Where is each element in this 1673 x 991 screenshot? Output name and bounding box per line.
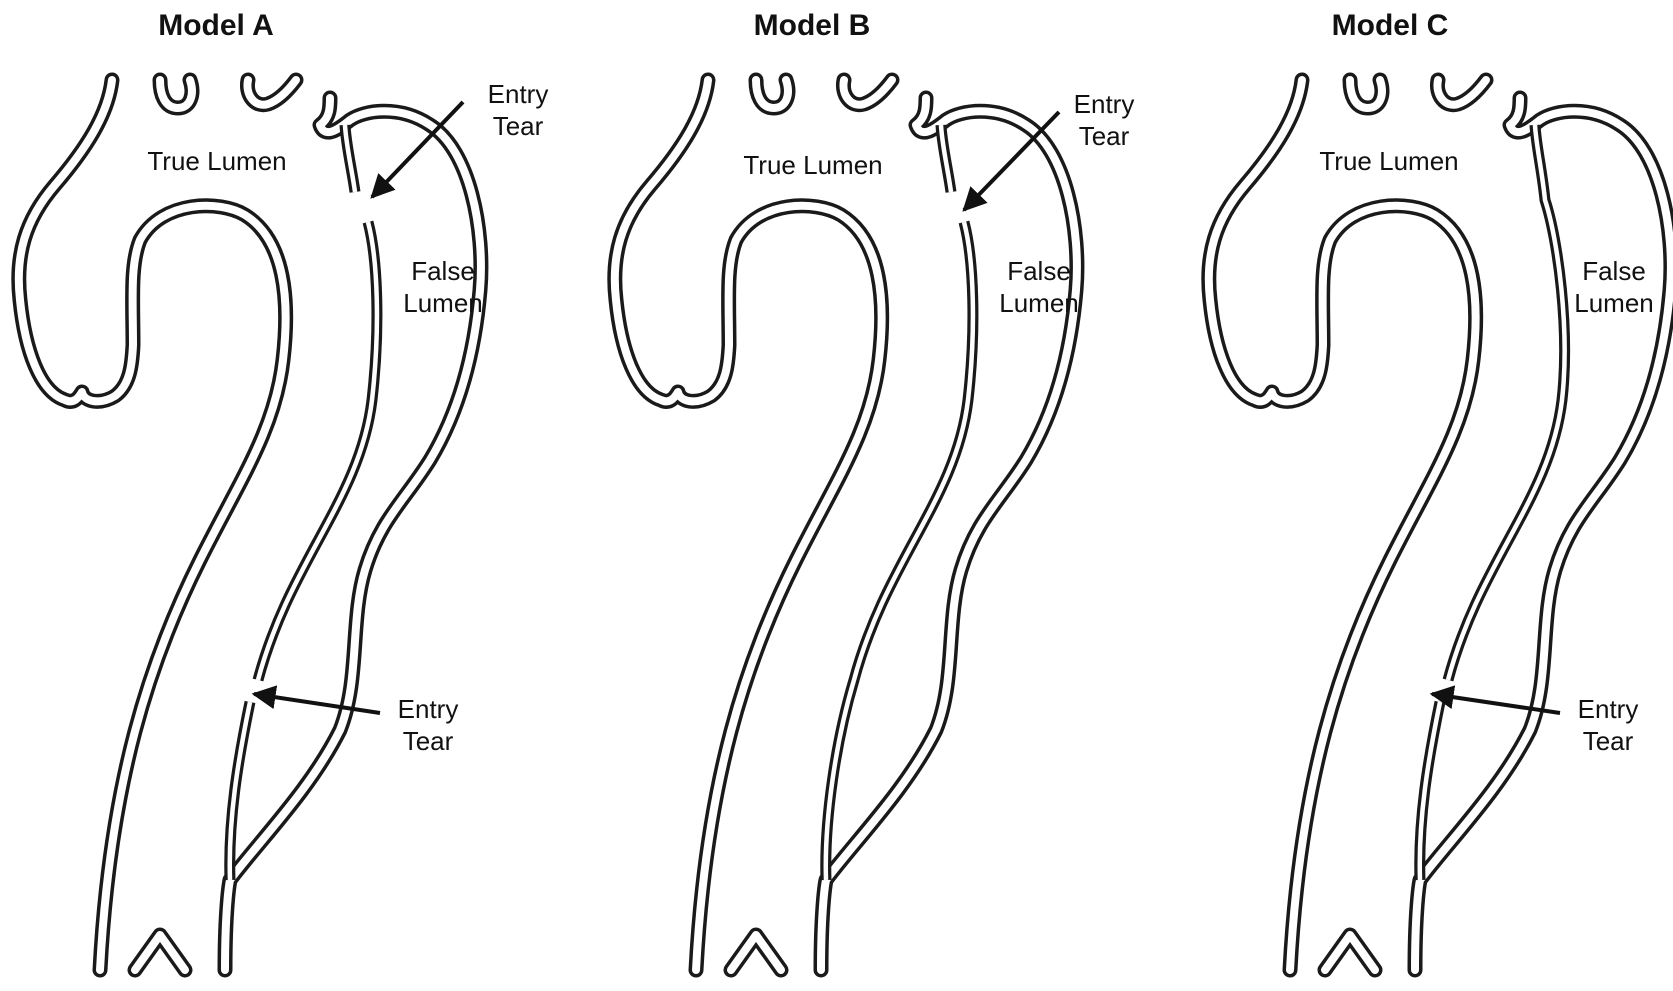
model-a-lower-tear-label-line1: Entry [398, 694, 459, 724]
model-a-true-lumen-label: True Lumen [147, 146, 286, 176]
model-a-upper-tear-label-line1: Entry [488, 79, 549, 109]
model-b-vessel [615, 80, 1077, 970]
model-c-vessel [1209, 80, 1671, 970]
model-b-title: Model B [754, 9, 871, 42]
model-b-panel: Model B True Lumen False Lumen Entry Tea… [615, 9, 1135, 970]
model-b-true-lumen-label: True Lumen [743, 150, 882, 180]
model-b-intimal-flap [826, 125, 973, 880]
model-a-lower-tear-arrow [254, 694, 380, 713]
model-c-panel: Model C True Lumen False Lumen Entry Tea… [1209, 9, 1671, 970]
model-a-upper-tear-label-line2: Tear [493, 111, 544, 141]
model-b-false-lumen-label-line2: Lumen [999, 288, 1079, 318]
model-a-false-lumen-label-line2: Lumen [403, 288, 483, 318]
model-c-false-lumen-label-line2: Lumen [1574, 288, 1654, 318]
model-a-vessel [19, 80, 481, 970]
model-a-lower-tear-label-line2: Tear [403, 726, 454, 756]
model-c-true-lumen-label: True Lumen [1319, 146, 1458, 176]
model-c-title: Model C [1332, 9, 1449, 42]
model-c-false-lumen-label-line1: False [1582, 256, 1646, 286]
model-a-false-lumen-label-line1: False [411, 256, 475, 286]
model-a-panel: Model A True Lumen False Lumen Entry Tea… [19, 9, 549, 970]
model-c-lower-tear-label-line1: Entry [1578, 694, 1639, 724]
model-c-lower-tear-label-line2: Tear [1583, 726, 1634, 756]
model-c-intimal-flap [1420, 125, 1565, 880]
model-b-false-lumen-label-line1: False [1007, 256, 1071, 286]
model-b-upper-tear-arrow [964, 112, 1059, 210]
model-b-upper-tear-label-line1: Entry [1074, 89, 1135, 119]
model-a-title: Model A [158, 9, 274, 42]
model-a-intimal-flap [230, 125, 377, 880]
model-b-upper-tear-label-line2: Tear [1079, 121, 1130, 151]
